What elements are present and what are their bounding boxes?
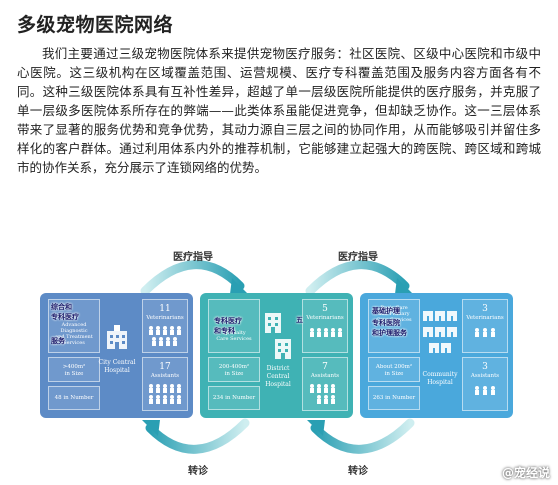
panel1-services-text: Advanced Diagnostic and Treatment Servic…: [55, 322, 93, 346]
panel2-vets-count: 5: [322, 304, 328, 314]
panel1-overlay-1: 综合和: [51, 303, 72, 311]
bottom-arrow-2: [307, 418, 415, 454]
panel2-size-text: 200-400m² in Size: [218, 364, 250, 377]
panel2-hospital-label: District Central Hospital: [265, 365, 291, 388]
panel2-overlay-1: 专科医疗: [214, 317, 242, 325]
panel1-vets-box: 11 Veterinarians: [142, 299, 188, 353]
panel3-size-text: About 200m² in Size: [375, 364, 413, 377]
panel1-assistants-box: 17 Assistants: [142, 357, 188, 411]
top-arrow-label-2: 医疗指导: [338, 252, 378, 263]
panel2-overlay-mid: 五: [296, 316, 303, 324]
panel3-assistants-box: 3 Assistants: [462, 357, 508, 411]
hospital-building-icon: [107, 325, 127, 349]
panel3-hospital-label: Community Hospital: [422, 371, 458, 386]
bottom-arrow-1: [142, 418, 250, 454]
vet-people-icon: [475, 328, 495, 337]
panel1-size-text: >400m² in Size: [62, 364, 86, 377]
panel-city-central: Advanced Diagnostic and Treatment Servic…: [40, 293, 193, 418]
panel3-assistants-caption: Assistants: [470, 373, 500, 379]
hospital-building-icon: [275, 339, 291, 359]
clinic-buildings-icon: [423, 311, 457, 353]
top-arrow-1: [140, 260, 248, 296]
assistant-people-icon: [475, 386, 495, 395]
assistant-people-icon: [310, 384, 335, 404]
panel1-assistants-count: 17: [159, 362, 171, 372]
panel1-overlay-3: 服务: [51, 337, 65, 345]
panel2-overlay-2: 和专科: [214, 327, 235, 335]
panel1-hospital-label: City Central Hospital: [98, 359, 136, 374]
panel3-overlay-3: 和护理服务: [372, 329, 407, 337]
top-arrow-label-1: 医疗指导: [173, 252, 213, 263]
panel3-vets-count: 3: [482, 304, 488, 314]
panel1-number-box: 48 in Number: [48, 386, 100, 410]
bottom-arrow-label-1: 转诊: [188, 466, 208, 477]
vet-people-icon: [310, 328, 342, 337]
panel2-number-text: 234 in Number: [212, 395, 256, 401]
panel2-services-text: Specialty Care Services: [216, 330, 252, 342]
panel3-overlay-1: 基础护理: [372, 307, 400, 315]
panel3-vets-box: 3 Veterinarians: [462, 299, 508, 353]
panel3-services-box: Basic Care and Primary Care Services: [368, 299, 420, 353]
panel2-size-box: 200-400m² in Size: [208, 357, 260, 382]
panel2-vets-caption: Veterinarians: [306, 315, 344, 321]
vet-people-icon: [149, 326, 181, 346]
panel1-vets-count: 11: [159, 304, 171, 314]
panel-community: Basic Care and Primary Care Services 基础护…: [360, 293, 513, 418]
panel3-services-text: Basic Care and Primary Care Services: [376, 305, 412, 323]
panel1-number-text: 48 in Number: [54, 395, 94, 401]
panel-district-central: Specialty Care Services 专科医疗 和专科 Distric…: [200, 293, 353, 418]
panel2-assistants-box: 7 Assistants: [302, 357, 348, 411]
body-paragraph: 我们主要通过三级宠物医院体系来提供宠物医疗服务：社区医院、区级中心医院和市级中心…: [17, 46, 541, 175]
page-title: 多级宠物医院网络: [17, 14, 174, 36]
hospital-building-icon: [265, 313, 281, 333]
panel3-overlay-2: 专科医院: [372, 319, 400, 327]
panel2-vets-box: 5 Veterinarians: [302, 299, 348, 353]
top-arrow-2: [305, 260, 413, 296]
panel2-assistants-count: 7: [322, 362, 328, 372]
panel3-number-text: 263 in Number: [372, 395, 416, 401]
assistant-people-icon: [149, 384, 181, 404]
panel1-overlay-2: 专科医疗: [51, 313, 79, 321]
panel3-vets-caption: Veterinarians: [466, 315, 504, 321]
panel1-size-box: >400m² in Size: [48, 357, 100, 382]
panel3-assistants-count: 3: [482, 362, 488, 372]
panel2-services-box: Specialty Care Services: [208, 299, 260, 353]
watermark: @宠经说: [501, 466, 550, 480]
panel1-services-box: Advanced Diagnostic and Treatment Servic…: [48, 299, 100, 353]
panel2-assistants-caption: Assistants: [310, 373, 340, 379]
panel3-number-box: 263 in Number: [368, 386, 420, 410]
bottom-arrow-label-2: 转诊: [348, 466, 368, 477]
panel3-size-box: About 200m² in Size: [368, 357, 420, 382]
panel1-vets-caption: Veterinarians: [146, 315, 184, 321]
panel2-number-box: 234 in Number: [208, 386, 260, 410]
panel1-assistants-caption: Assistants: [150, 373, 180, 379]
hospital-tier-diagram: 医疗指导 医疗指导 转诊 转诊 Advanced Diagnostic and …: [40, 238, 548, 478]
